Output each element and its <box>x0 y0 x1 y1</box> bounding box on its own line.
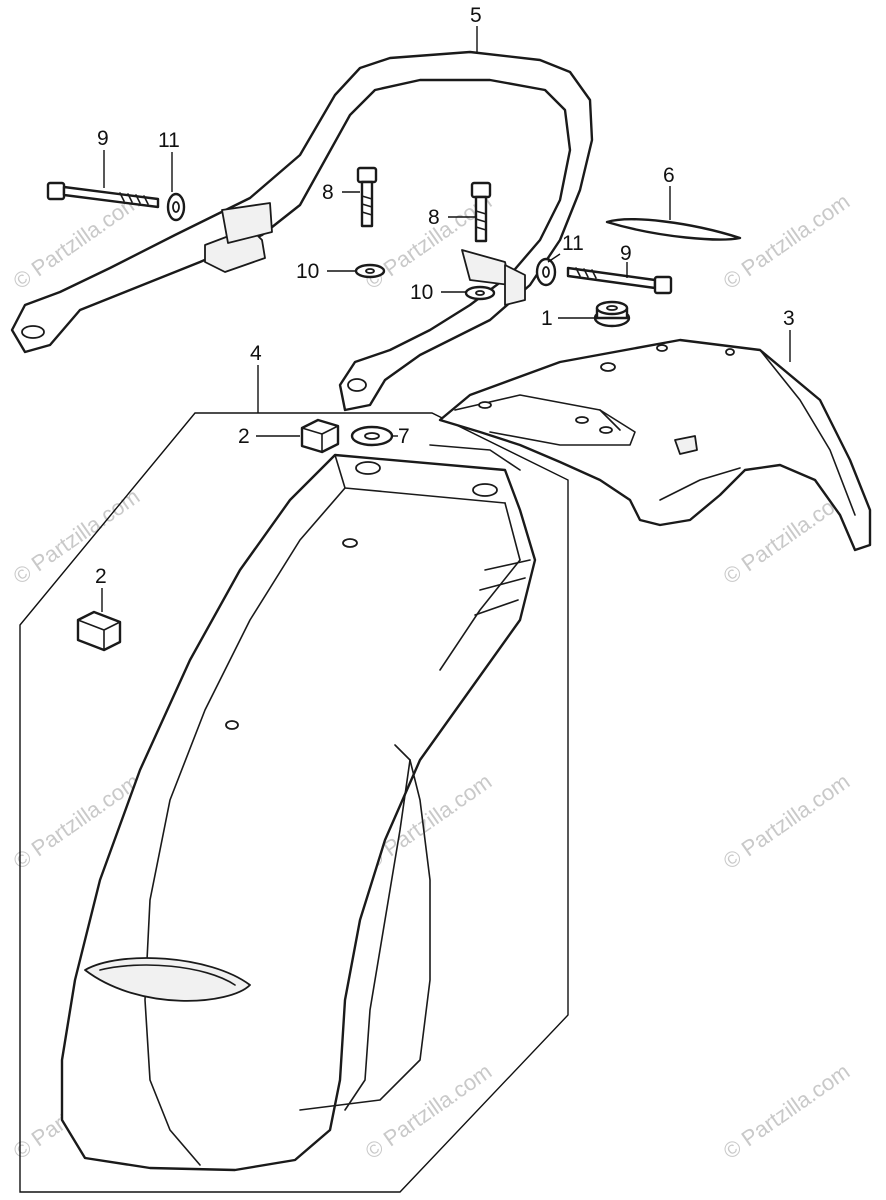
callout-10: 10 <box>410 281 433 304</box>
clip-part-2-lower <box>76 610 122 652</box>
callout-2: 2 <box>95 565 107 588</box>
callout-5: 5 <box>470 4 482 27</box>
callout-3: 3 <box>783 307 795 330</box>
callout-8: 8 <box>322 181 334 204</box>
fender-hole <box>342 538 358 548</box>
fender-part-3 <box>429 338 872 552</box>
assembly-outline-box <box>19 412 569 1193</box>
watermark: © Partzilla.com <box>719 1059 855 1165</box>
leader-lines <box>101 26 791 612</box>
bolt-part-9-right <box>566 266 673 295</box>
bolt-part-8-left <box>356 166 378 228</box>
callout-4: 4 <box>250 342 262 365</box>
callout-labels: 5 9 11 8 8 6 10 10 11 9 1 3 4 2 7 2 <box>95 4 795 588</box>
callout-11: 11 <box>562 232 584 255</box>
strip-part-6 <box>605 218 742 241</box>
grab-rail-part-5 <box>10 50 594 412</box>
clip-part-2-top <box>300 418 340 454</box>
callout-7: 7 <box>398 425 410 448</box>
grommet-part-1 <box>593 300 631 328</box>
bolt-part-9-left <box>46 181 160 209</box>
callout-9: 9 <box>97 127 109 150</box>
watermark: © Partzilla.com <box>719 769 855 875</box>
fender-hole <box>225 720 239 730</box>
fender-mount-hole <box>355 461 381 475</box>
callout-11: 11 <box>158 129 180 152</box>
bolt-part-8-right <box>470 181 492 243</box>
watermark: © Partzilla.com <box>719 189 855 295</box>
callout-9: 9 <box>620 242 632 265</box>
callout-2: 2 <box>238 425 250 448</box>
fender-part-4 <box>60 453 537 1172</box>
callout-1: 1 <box>541 307 553 330</box>
callout-6: 6 <box>663 164 675 187</box>
fender-mount-hole <box>472 483 498 497</box>
callout-8: 8 <box>428 206 440 229</box>
reflector-emblem <box>84 957 251 1002</box>
callout-10: 10 <box>296 260 319 283</box>
